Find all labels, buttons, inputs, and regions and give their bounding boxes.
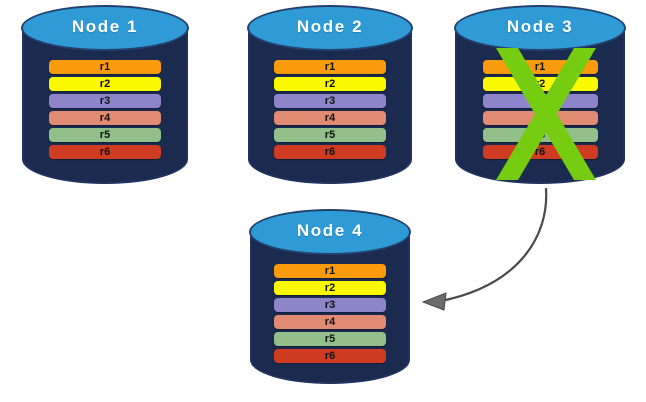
node-4-row-r1[interactable]: r1 [274,264,386,278]
node-3-row-r4[interactable]: r4 [482,111,598,125]
row-label: r6 [534,146,546,158]
node-1[interactable]: Node 1 r1 r2 r3 r4 r5 r6 [21,5,189,184]
row-label: r1 [324,61,336,73]
node-2-row-r6[interactable]: r6 [274,145,386,159]
node-2-rows: r1 r2 r3 r4 r5 r6 [248,60,412,162]
node-2-title: Node 2 [296,17,364,36]
row-label: r2 [324,282,336,294]
node-4-row-r4[interactable]: r4 [274,315,386,329]
node-4-row-r5[interactable]: r5 [274,332,386,346]
row-label: r6 [324,350,336,362]
row-label: r6 [99,146,111,158]
node-3-row-r2[interactable]: r2 [482,77,598,91]
node-2-row-r3[interactable]: r3 [274,94,386,108]
row-label: r3 [99,95,111,107]
node-3[interactable]: Node 3 r1 r2 r3 r4 r5 r6 [454,5,626,184]
node-2-row-r5[interactable]: r5 [274,128,386,142]
node-4[interactable]: Node 4 r1 r2 r3 r4 r5 r6 [249,209,411,384]
row-label: r4 [534,112,546,124]
node-1-cylinder-top [21,5,189,51]
node-4-row-r2[interactable]: r2 [274,281,386,295]
row-label: r1 [324,265,336,277]
node-3-row-r1[interactable]: r1 [482,60,598,74]
node-4-row-r3[interactable]: r3 [274,298,386,312]
node-3-row-r3[interactable]: r3 [482,94,598,108]
row-label: r4 [324,316,336,328]
row-label: r2 [99,78,111,90]
row-label: r3 [324,95,336,107]
node-2-row-r2[interactable]: r2 [274,77,386,91]
node-1-rows: r1 r2 r3 r4 r5 r6 [22,60,188,162]
node-2-row-r4[interactable]: r4 [274,111,386,125]
row-label: r5 [534,129,546,141]
node-2-cylinder-top [247,5,413,51]
node-3-row-r5[interactable]: r5 [482,128,598,142]
row-label: r6 [324,146,336,158]
node-1-row-r4[interactable]: r4 [49,111,161,125]
row-label: r4 [324,112,336,124]
arrowhead-icon [421,292,447,311]
row-label: r5 [324,333,336,345]
node-4-cylinder-top [249,209,411,255]
row-label: r3 [534,95,546,107]
node-1-row-r5[interactable]: r5 [49,128,161,142]
node-1-title: Node 1 [71,17,139,36]
node-2-row-r1[interactable]: r1 [274,60,386,74]
node-1-row-r1[interactable]: r1 [49,60,161,74]
row-label: r4 [99,112,111,124]
node-2[interactable]: Node 2 r1 r2 r3 r4 r5 r6 [247,5,413,184]
node-3-title: Node 3 [506,17,574,36]
row-label: r2 [324,78,336,90]
row-label: r5 [99,129,111,141]
node-4-title: Node 4 [296,221,364,240]
node-1-row-r6[interactable]: r6 [49,145,161,159]
node-1-row-r2[interactable]: r2 [49,77,161,91]
node-4-rows: r1 r2 r3 r4 r5 r6 [250,264,410,366]
row-label: r1 [534,61,546,73]
row-label: r3 [324,299,336,311]
node-3-rows: r1 r2 r3 r4 r5 r6 [455,60,625,162]
node-3-row-r6[interactable]: r6 [482,145,598,159]
node-1-row-r3[interactable]: r3 [49,94,161,108]
node-4-row-r6[interactable]: r6 [274,349,386,363]
row-label: r1 [99,61,111,73]
row-label: r5 [324,129,336,141]
row-label: r2 [534,78,546,90]
